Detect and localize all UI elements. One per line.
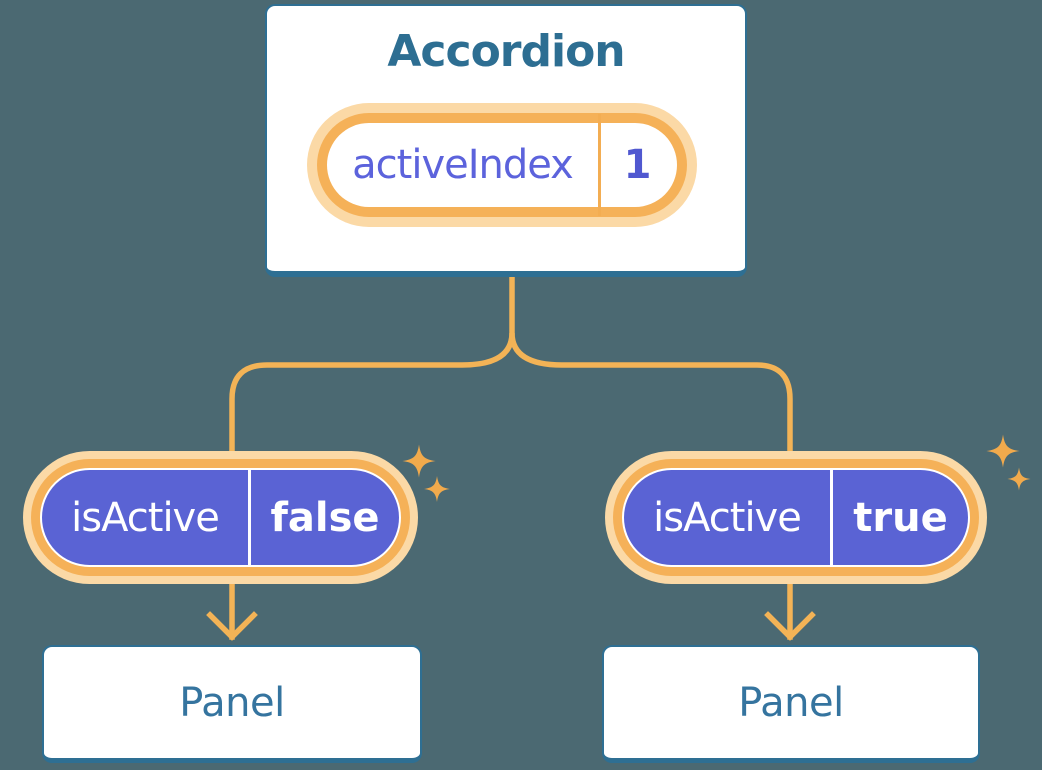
- sparkles-icon: [986, 434, 1031, 491]
- panel-card-right: Panel: [602, 645, 980, 763]
- accordion-title: Accordion: [387, 26, 625, 77]
- state-pill-label: activeIndex: [352, 142, 574, 188]
- prop-pill-right: isActive true: [622, 468, 970, 567]
- state-pill-value-cell: 1: [598, 123, 677, 207]
- prop-pill-value: true: [853, 494, 948, 541]
- prop-pill-left: isActive false: [40, 468, 401, 567]
- prop-pill-label-cell: isActive: [42, 470, 248, 565]
- state-pill: activeIndex 1: [327, 123, 677, 207]
- prop-pill-value: false: [270, 494, 380, 541]
- prop-pill-label: isActive: [71, 494, 220, 541]
- state-pill-value: 1: [623, 142, 652, 188]
- arrow-down-icon: [206, 583, 258, 641]
- prop-pill-label-cell: isActive: [624, 470, 830, 565]
- panel-card-left: Panel: [42, 645, 422, 763]
- prop-pill-value-cell: false: [251, 470, 399, 565]
- tree-connector-lines: [229, 277, 793, 452]
- prop-pill-divider: [248, 470, 251, 565]
- arrow-down-icon: [764, 583, 816, 641]
- prop-pill-divider: [830, 470, 833, 565]
- state-pill-label-cell: activeIndex: [327, 123, 598, 207]
- state-pill-divider: [598, 114, 601, 216]
- panel-title: Panel: [738, 679, 844, 726]
- prop-pill-label: isActive: [653, 494, 802, 541]
- prop-pill-value-cell: true: [833, 470, 968, 565]
- panel-title: Panel: [179, 679, 285, 726]
